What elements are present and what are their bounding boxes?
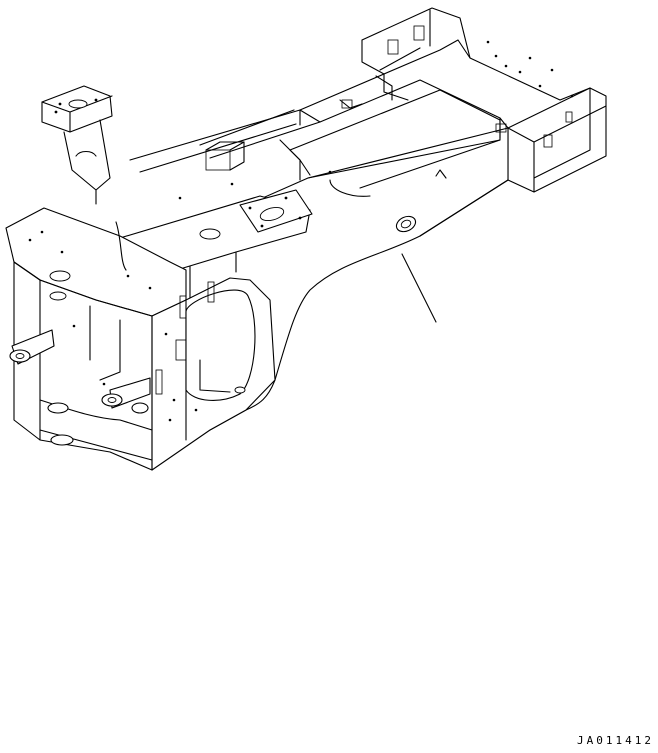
front-frame [5, 207, 276, 471]
top-details [115, 40, 574, 271]
front-pedestal [41, 85, 113, 205]
part-leader [401, 253, 437, 323]
upper-frame [129, 7, 591, 173]
drawing-code: JA011412 [577, 734, 654, 747]
rear-box-section [507, 87, 607, 193]
front-hitch [9, 324, 151, 414]
